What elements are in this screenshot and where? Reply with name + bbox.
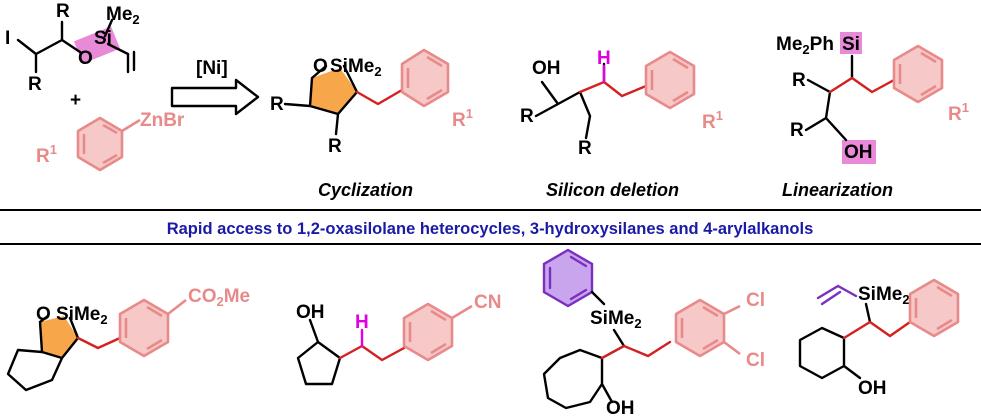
lin-si: Si	[842, 34, 860, 55]
banner-text: Rapid access to 1,2-oxasilolane heterocy…	[167, 220, 814, 238]
plus-sign: +	[70, 90, 81, 111]
cyc-simex: SiMe2	[330, 56, 382, 79]
del-r-left: R	[520, 106, 534, 127]
silyl-ether-highlight	[73, 26, 121, 64]
example-3: SiMe2 OH Cl Cl	[542, 248, 765, 417]
silicon-deletion-caption: Silicon deletion	[546, 180, 679, 200]
lin-r1: R1	[948, 100, 969, 125]
ex4-simex: SiMe2	[858, 284, 910, 307]
ex3-simex: SiMe2	[590, 308, 642, 331]
nickel-catalyst-label: [Ni]	[196, 58, 228, 79]
cyc-r1: R1	[452, 106, 473, 131]
example-2: OH H CN	[296, 292, 501, 386]
reaction-arrow: [Ni]	[170, 58, 260, 116]
alkyl-iodide-reagent: I R R O Si Me2 +	[5, 1, 140, 111]
ex1-simex: SiMe2	[56, 304, 108, 327]
si-highlight	[840, 32, 862, 54]
lin-si-group: Me2Ph	[776, 34, 834, 57]
silicon-deletion-product: OH H R R R1 Silicon deletion	[520, 48, 723, 200]
cyc-r-left: R	[270, 94, 284, 115]
r-bottom-label: R	[28, 74, 42, 95]
oh-highlight	[842, 140, 876, 164]
ex2-nitrile: CN	[474, 292, 501, 313]
del-r1: R1	[702, 108, 723, 133]
linearization-product: Me2Ph Si R R OH R1 Linearization	[776, 32, 969, 200]
ex2-h: H	[355, 312, 369, 333]
ex1-oxygen: O	[36, 304, 51, 325]
iodo-label: I	[5, 28, 10, 49]
lin-r-top: R	[792, 70, 806, 91]
example-4: SiMe2 OH	[798, 278, 960, 399]
example-1: O SiMe2 CO2Me	[6, 286, 250, 392]
cyc-r-bottom: R	[328, 136, 342, 157]
lin-r-bottom: R	[790, 120, 804, 141]
cyclization-caption: Cyclization	[318, 180, 413, 200]
cyc-oxygen: O	[313, 56, 328, 77]
ex3-oh: OH	[606, 398, 635, 417]
banner: Rapid access to 1,2-oxasilolane heterocy…	[0, 209, 981, 245]
silicon-label: Si	[94, 28, 112, 49]
zinc-bromide-label: ZnBr	[140, 110, 185, 131]
lin-oh: OH	[844, 142, 873, 163]
ex3-chloro-1: Cl	[746, 290, 765, 311]
arylzinc-reagent: ZnBr R1	[36, 110, 185, 172]
aryl-r1-label: R1	[36, 142, 57, 167]
ex2-oh: OH	[296, 302, 325, 323]
r-top-label: R	[56, 1, 70, 22]
cyclization-product: O SiMe2 R R R1 Cyclization	[270, 48, 473, 200]
del-r-bottom: R	[578, 138, 592, 159]
oxygen-label: O	[78, 48, 93, 69]
ex3-chloro-2: Cl	[746, 350, 765, 371]
del-h: H	[597, 48, 611, 69]
ex1-ester: CO2Me	[188, 286, 250, 309]
del-oh: OH	[532, 58, 561, 79]
me2-label: Me2	[106, 4, 140, 27]
linearization-caption: Linearization	[782, 180, 893, 200]
ex4-oh: OH	[858, 378, 887, 399]
